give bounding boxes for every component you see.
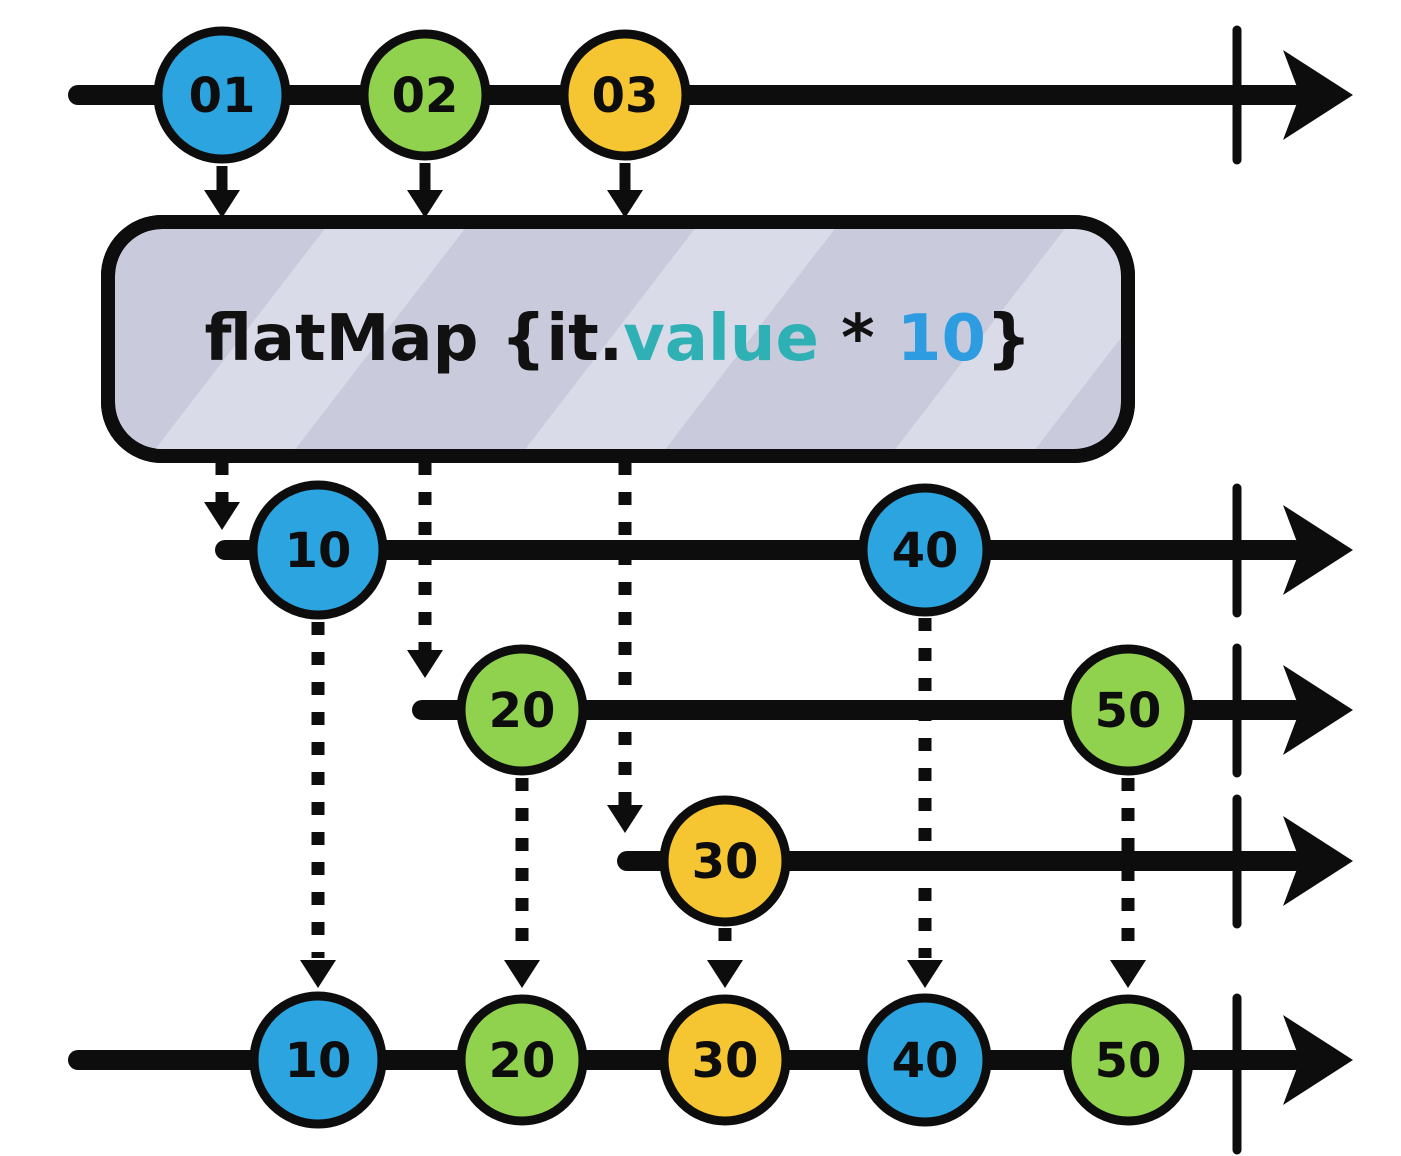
marble-label: 20 — [489, 683, 556, 739]
source-marbles: 01 02 03 — [153, 26, 691, 164]
operator-box-stripes — [150, 222, 1128, 456]
marble-circle — [456, 994, 588, 1126]
operator-multiply-token: * — [819, 302, 897, 376]
dashed-arrow-head — [607, 805, 643, 833]
marble-circle — [659, 795, 791, 927]
solid-arrow-head — [407, 190, 443, 218]
dashed-arrow-head — [1110, 960, 1146, 988]
timeline-arrowhead — [1283, 1015, 1353, 1105]
marble-20-inner: 20 — [456, 644, 588, 776]
box-stripe — [150, 222, 470, 456]
marble-circle — [858, 483, 992, 617]
operator-box: flatMap {it.value * 10} — [101, 215, 1135, 463]
output-marbles: 10 20 30 40 50 — [249, 991, 1194, 1129]
marble-label: 50 — [1095, 1033, 1162, 1089]
marble-50-inner: 50 — [1062, 644, 1194, 776]
box-stripe — [890, 222, 1128, 456]
operator-box-border — [101, 215, 1135, 463]
marble-circle — [249, 991, 387, 1129]
marble-circle — [1062, 994, 1194, 1126]
marble-40-output: 40 — [858, 993, 992, 1127]
marble-label: 40 — [892, 523, 959, 579]
marble-circle — [1062, 644, 1194, 776]
marble-40-inner: 40 — [858, 483, 992, 617]
marble-label: 01 — [189, 68, 256, 124]
operator-number-token: 10 — [897, 302, 986, 376]
marble-circle — [359, 29, 491, 161]
marble-label: 03 — [592, 68, 659, 124]
operator-suffix: } — [986, 302, 1032, 376]
box-stripe — [520, 222, 840, 456]
marble-label: 30 — [692, 1033, 759, 1089]
dashed-arrow-head — [300, 960, 336, 988]
dashed-arrow-head — [504, 960, 540, 988]
marble-label: 02 — [392, 68, 459, 124]
dashed-arrow-head — [204, 502, 240, 530]
inner-stream-3-marbles: 30 — [659, 795, 791, 927]
marble-50-output: 50 — [1062, 994, 1194, 1126]
marble-10-inner: 10 — [248, 480, 388, 620]
marble-01: 01 — [153, 26, 291, 164]
marble-circle — [559, 29, 691, 161]
marble-circle — [456, 644, 588, 776]
marble-circle — [659, 994, 791, 1126]
timeline-arrowhead — [1283, 665, 1353, 755]
marble-label: 30 — [692, 834, 759, 890]
marble-circle — [248, 480, 388, 620]
timeline-arrowhead — [1283, 50, 1353, 140]
marble-label: 10 — [285, 1033, 352, 1089]
inner-stream-1-marbles: 10 40 — [248, 480, 992, 620]
marble-02: 02 — [359, 29, 491, 161]
marble-20-output: 20 — [456, 994, 588, 1126]
dashed-arrow-head — [407, 650, 443, 678]
marble-label: 10 — [285, 523, 352, 579]
marble-circle — [153, 26, 291, 164]
marble-30-inner: 30 — [659, 795, 791, 927]
solid-arrow-head — [607, 190, 643, 218]
timeline-arrowhead — [1283, 816, 1353, 906]
solid-arrow-head — [204, 190, 240, 218]
marble-label: 50 — [1095, 683, 1162, 739]
marble-label: 20 — [489, 1033, 556, 1089]
marble-03: 03 — [559, 29, 691, 161]
marble-circle — [858, 993, 992, 1127]
marble-10-output: 10 — [249, 991, 387, 1129]
dashed-arrow-head — [907, 960, 943, 988]
operator-expression: flatMap {it.value * 10} — [204, 302, 1031, 376]
timeline-arrowhead — [1283, 505, 1353, 595]
inner-timeline-1 — [215, 483, 1353, 618]
operator-value-token: value — [623, 302, 819, 376]
marble-label: 40 — [892, 1033, 959, 1089]
marble-30-output: 30 — [659, 994, 791, 1126]
operator-prefix: flatMap {it. — [204, 302, 623, 376]
dashed-arrow-head — [707, 960, 743, 988]
source-to-operator-arrows — [204, 163, 643, 218]
inner-stream-2-marbles: 20 50 — [456, 644, 1194, 776]
